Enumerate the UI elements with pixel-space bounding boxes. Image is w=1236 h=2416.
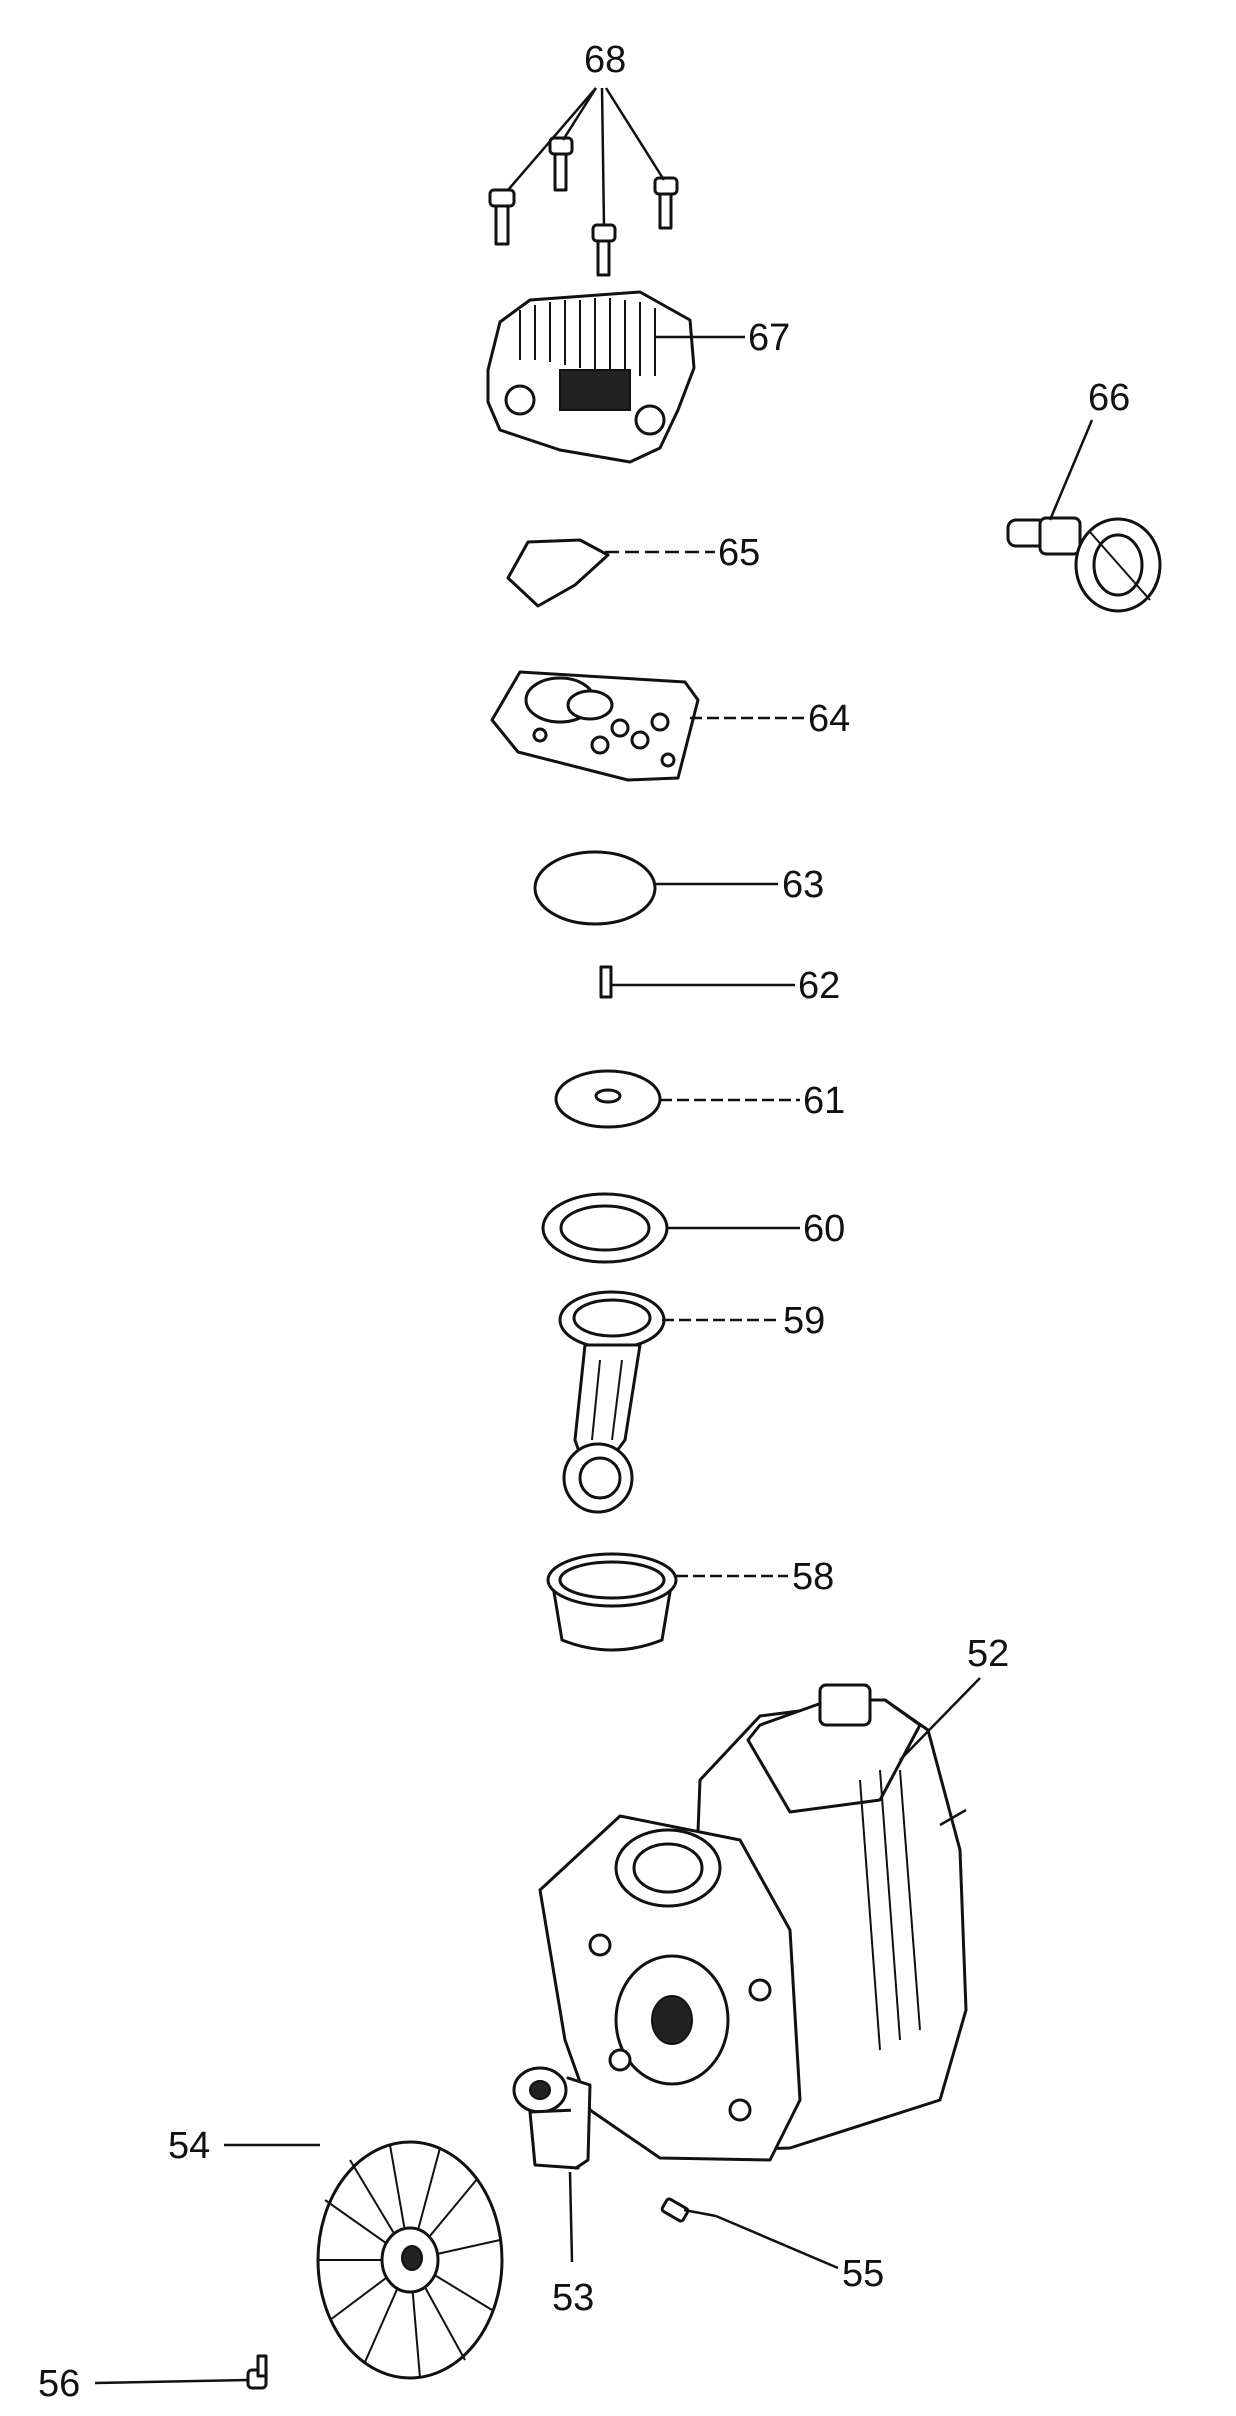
part-54-fan: 54 — [168, 2125, 504, 2380]
label-66: 66 — [1088, 377, 1130, 419]
part-66-valve: 66 — [1006, 377, 1162, 613]
part-62-screw: 62 — [599, 965, 840, 1007]
label-59: 59 — [783, 1300, 825, 1342]
label-67: 67 — [748, 317, 790, 359]
part-56-screw: 56 — [38, 2354, 268, 2405]
label-65: 65 — [718, 532, 760, 574]
part-52-crankcase-motor: 52 — [538, 1633, 1009, 2162]
part-64-valve-plate: 64 — [490, 670, 850, 782]
label-68: 68 — [584, 39, 626, 81]
label-63: 63 — [782, 864, 824, 906]
label-60: 60 — [803, 1208, 845, 1250]
label-53: 53 — [552, 2277, 594, 2319]
label-58: 58 — [792, 1556, 834, 1598]
label-61: 61 — [803, 1080, 845, 1122]
part-58-cylinder-sleeve: 58 — [546, 1552, 834, 1652]
label-55: 55 — [842, 2253, 884, 2295]
part-67-cylinder-head: 67 — [486, 290, 790, 464]
part-61-valve-disc: 61 — [554, 1069, 845, 1129]
part-68-bolts: 68 — [488, 39, 679, 277]
label-52: 52 — [967, 1633, 1009, 1675]
label-54: 54 — [168, 2125, 210, 2167]
part-53-bearing-block: 53 — [512, 2066, 594, 2319]
part-63-o-ring: 63 — [533, 850, 824, 926]
part-60-ring: 60 — [541, 1192, 845, 1264]
part-65-gasket: 65 — [506, 532, 760, 608]
label-62: 62 — [798, 965, 840, 1007]
part-55-bolt: 55 — [660, 2197, 884, 2295]
label-56: 56 — [38, 2363, 80, 2405]
part-59-connecting-rod: 59 — [558, 1290, 825, 1514]
label-64: 64 — [808, 698, 850, 740]
